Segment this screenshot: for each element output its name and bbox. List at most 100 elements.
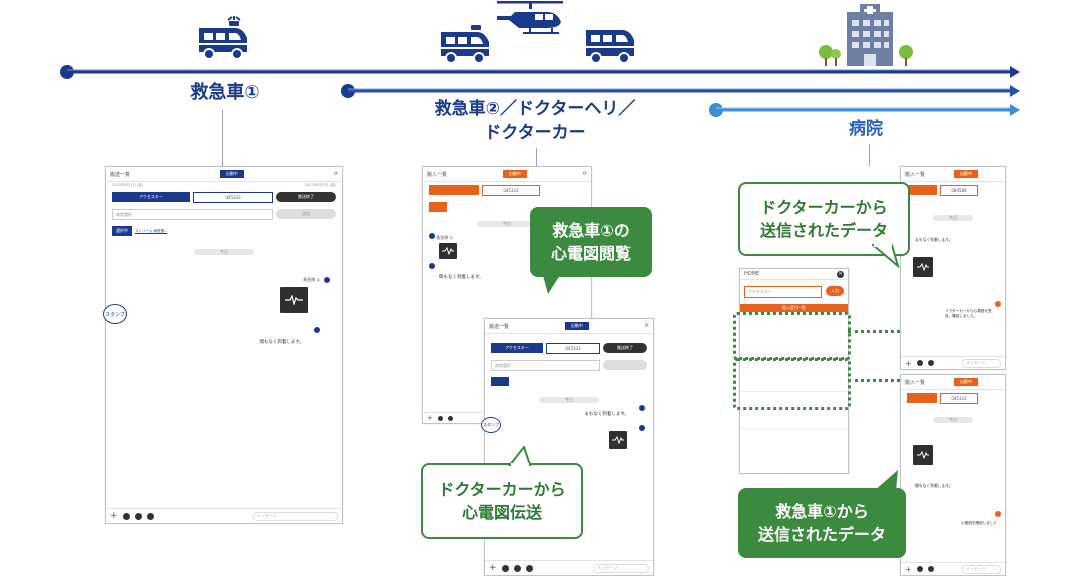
selected-tab[interactable]: 選択中	[112, 226, 132, 236]
dotted-connector	[848, 379, 900, 382]
send-button[interactable]: 送信	[276, 209, 336, 219]
access-key-input[interactable]: アクセスキー	[744, 286, 822, 298]
refresh-icon[interactable]: ⟳	[333, 171, 338, 177]
status-tab[interactable]: 出動中	[219, 170, 244, 178]
image-icon[interactable]	[447, 415, 453, 421]
stage-label-ambulance1: 救急車①	[190, 82, 260, 103]
tablet-header: 搬入一覧 出動中 ⟳	[423, 167, 591, 182]
camera-icon[interactable]	[501, 564, 509, 572]
ecg-send-icon[interactable]	[525, 564, 533, 572]
home-label[interactable]: HOME	[744, 271, 760, 277]
image-icon[interactable]	[927, 360, 934, 366]
callout-from-doctor-car: ドクターカーから送信されたデータ	[738, 182, 910, 256]
hospital-select[interactable]: 病院選択	[112, 209, 273, 220]
refresh-icon[interactable]: ⟳	[582, 171, 587, 177]
links[interactable]: ストリーム 病院選...	[135, 228, 168, 233]
callout-doctor-car-send: ドクターカーから心電図伝送	[421, 463, 583, 539]
add-icon[interactable]: +	[905, 564, 912, 574]
timeline	[60, 65, 1020, 117]
tablet-header: HOME ×	[740, 269, 848, 280]
status-tab[interactable]: 出動中	[954, 170, 979, 178]
access-key-value: 045333	[482, 185, 540, 196]
status-tab[interactable]: 出動中	[564, 322, 589, 330]
list-header: 搬入受付一覧	[740, 304, 848, 312]
image-icon[interactable]	[513, 564, 521, 572]
tablet-header: 搬入一覧 出動中	[901, 375, 1005, 390]
stage-label-ambulance2: 救急車②／ドクターヘリ／ ドクターカー	[405, 98, 665, 146]
message-input[interactable]: メッセージ	[962, 358, 1001, 368]
connector-line	[222, 110, 223, 166]
refresh-icon[interactable]: ⟳	[644, 323, 649, 329]
add-icon[interactable]: +	[905, 358, 912, 368]
message-input[interactable]: メッセージ	[962, 564, 1001, 574]
add-icon[interactable]: +	[489, 563, 497, 573]
camera-icon[interactable]	[122, 512, 130, 520]
status-tab[interactable]: 出動中	[954, 378, 979, 386]
stamp-button[interactable]: スタンプ	[481, 417, 501, 433]
helicopter-icon	[497, 1, 563, 34]
callout-tail	[542, 272, 562, 294]
list-item[interactable]	[740, 355, 848, 392]
ecg-icon[interactable]	[913, 257, 933, 277]
access-key-value: 045333	[940, 393, 978, 404]
add-icon[interactable]: +	[427, 414, 433, 422]
back-button[interactable]: 搬入一覧	[427, 171, 448, 178]
message-input[interactable]: メッセージ	[593, 563, 650, 573]
ambulance-icon	[199, 16, 247, 60]
list-item[interactable]	[740, 392, 848, 429]
connector-line	[869, 144, 870, 166]
avatar	[639, 425, 645, 431]
back-button[interactable]: 搬送一覧	[110, 171, 131, 178]
list-item[interactable]	[740, 429, 848, 465]
image-icon[interactable]	[927, 566, 934, 572]
message-text: 間もなく到着します。	[259, 339, 304, 345]
highlight-box	[733, 358, 851, 410]
message-footer: + メッセージ	[485, 560, 653, 575]
message-input[interactable]: メッセージ	[253, 511, 338, 521]
stage-label-ambulance2-line1: 救急車②／ドクターヘリ／	[434, 99, 636, 119]
end-transport-button[interactable]: 搬送終了	[603, 343, 647, 353]
ecg-icon[interactable]	[280, 287, 308, 313]
ecg-icon[interactable]	[913, 445, 933, 465]
selected-tab[interactable]	[491, 377, 509, 386]
callout-tail	[508, 446, 532, 466]
hospital-select[interactable]: 病院選択	[491, 360, 600, 371]
back-button[interactable]: 搬入一覧	[905, 379, 926, 386]
ecg-icon[interactable]	[609, 431, 627, 449]
avatar	[995, 511, 1001, 517]
back-button[interactable]: 搬送一覧	[489, 323, 510, 330]
callout-from-ambulance: 救急車①から送信されたデータ	[738, 488, 906, 558]
status-tab[interactable]: 出動中	[502, 170, 527, 178]
camera-icon[interactable]	[437, 415, 443, 421]
back-button[interactable]: 搬入一覧	[905, 171, 926, 178]
close-icon[interactable]: ×	[837, 270, 844, 278]
add-icon[interactable]: +	[110, 511, 118, 521]
ecg-icon[interactable]	[439, 243, 457, 259]
message-text: 間もなく到着します。	[915, 483, 1005, 489]
camera-icon[interactable]	[916, 360, 923, 366]
list-item[interactable]	[740, 318, 848, 355]
avatar	[324, 277, 330, 283]
enter-button[interactable]: 入力	[826, 286, 844, 296]
ambulance-icon	[441, 25, 489, 64]
tablet-header: 搬入一覧 出動中	[901, 167, 1005, 182]
callout-view-ecg: 救急車①の心電図閲覧	[530, 207, 652, 277]
message-text: 間もなく到着します。	[439, 274, 591, 280]
stamp-button[interactable]: スタンプ	[103, 304, 127, 324]
access-key-value: 045333	[193, 192, 273, 203]
avatar	[314, 327, 320, 333]
ecg-send-icon[interactable]	[146, 512, 154, 520]
send-button[interactable]	[603, 360, 647, 370]
hospital-icon	[819, 4, 913, 66]
access-key-label: アクセスキー	[491, 343, 543, 353]
image-icon[interactable]	[134, 512, 142, 520]
end-transport-button[interactable]: 搬送終了	[276, 192, 336, 202]
sender-name: 救急隊 ①	[303, 277, 320, 282]
avatar	[995, 301, 1001, 307]
camera-icon[interactable]	[916, 566, 923, 572]
stage-label-hospital: 病院	[849, 119, 883, 139]
selected-tab[interactable]	[429, 202, 447, 212]
callout-tail	[874, 470, 898, 491]
highlight-box	[733, 312, 851, 360]
timeline-hospital-arrow	[709, 103, 1020, 117]
